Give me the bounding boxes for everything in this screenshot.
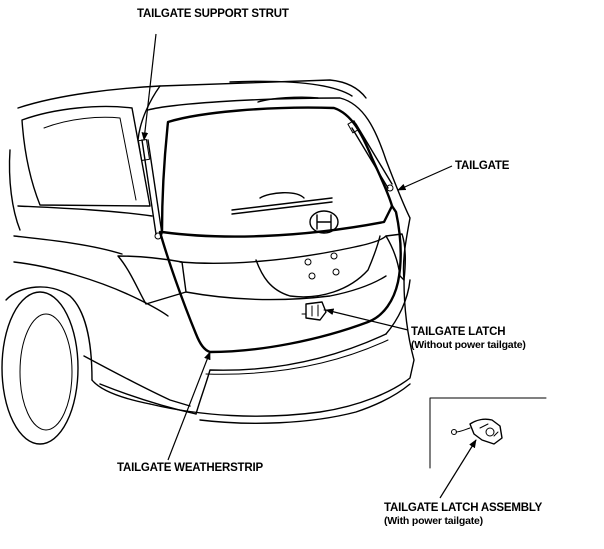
left-tail-lamp [117,255,187,305]
support-strut-left [137,138,163,240]
leader-tailgate [397,165,453,191]
h-emblem [309,210,339,234]
label-tailgate-latch: TAILGATE LATCH [411,326,506,338]
note-tailgate-latch: (Without power tailgate) [411,339,526,351]
right-tail-lamp [385,233,407,281]
label-support-strut: TAILGATE SUPPORT STRUT [137,8,289,20]
vehicle-body [1,79,415,445]
wheel-arch [5,286,93,381]
label-latch-assembly: TAILGATE LATCH ASSEMBLY [384,502,543,514]
support-strut-right [347,120,394,192]
label-tailgate: TAILGATE [455,160,510,172]
leader-lines [141,33,477,499]
latch-assembly-part [451,418,503,445]
leader-support-strut [141,33,157,141]
tailgate-panel [147,96,411,354]
label-weatherstrip: TAILGATE WEATHERSTRIP [117,462,263,474]
inset-box [429,397,547,469]
leader-latch [325,308,409,331]
leader-weatherstrip [167,351,211,461]
tailgate-latch-part [301,301,331,321]
license-plate-recess [255,235,381,298]
rear-glass [160,106,394,238]
rear-bumper [149,279,415,417]
leader-latch-assembly [439,439,477,499]
rear-wheel [1,291,79,445]
rear-wiper [231,197,333,211]
note-latch-assembly: (With power tailgate) [384,515,483,527]
side-window [21,105,151,207]
